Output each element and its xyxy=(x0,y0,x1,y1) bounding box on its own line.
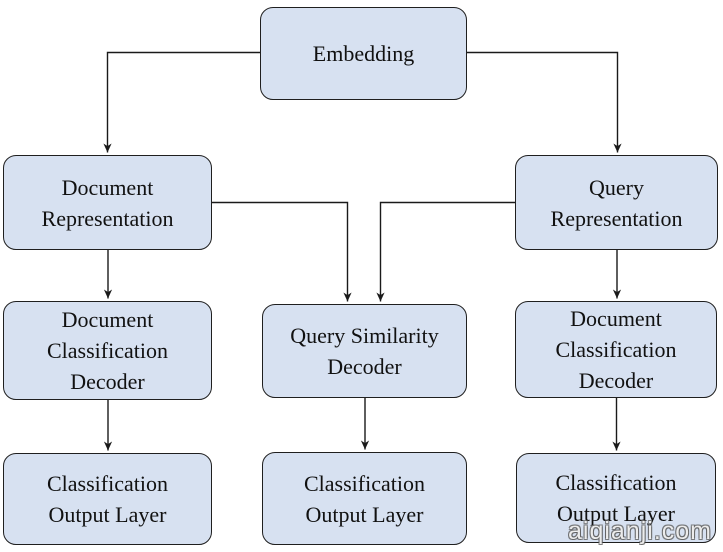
node-label: Document xyxy=(61,174,154,200)
node-label: Classification xyxy=(304,470,425,496)
node-label: Decoder xyxy=(70,369,145,394)
node-label: Classification xyxy=(47,471,168,496)
node-label: Query Similarity xyxy=(290,323,439,348)
edge-document-representation-to-query-similarity-decoder xyxy=(212,201,352,302)
node-classification-output-layer-right: Classification Output Layer xyxy=(516,453,716,543)
node-classification-output-layer-left: Classification Output Layer xyxy=(3,453,212,545)
node-classification-output-layer-middle: Classification Output Layer xyxy=(262,452,467,545)
node-label: Output Layer xyxy=(48,502,167,527)
edge-embedding-to-query-representation xyxy=(467,51,622,153)
node-label: Output Layer xyxy=(557,501,675,526)
node-label: Decoder xyxy=(327,354,402,379)
node-label: Embedding xyxy=(312,41,415,66)
node-document-classification-decoder-left: Document Classification Decoder xyxy=(3,301,212,400)
node-query-similarity-decoder: Query Similarity Decoder xyxy=(262,304,467,398)
node-label: Classification xyxy=(47,338,168,363)
node-label: Output Layer xyxy=(305,501,424,527)
node-label: Query xyxy=(589,174,644,200)
node-query-representation: Query Representation xyxy=(515,155,718,250)
edge-query-representation-to-query-similarity-decoder xyxy=(376,201,515,302)
node-label: Classification xyxy=(555,337,677,362)
node-document-representation: Document Representation xyxy=(3,155,212,250)
node-embedding: Embedding xyxy=(260,7,467,100)
node-label: Document xyxy=(570,306,662,331)
node-label: Document xyxy=(61,307,154,332)
edge-embedding-to-document-representation xyxy=(103,51,260,153)
node-document-classification-decoder-right: Document Classification Decoder xyxy=(515,301,717,398)
node-label: Representation xyxy=(41,205,174,231)
node-label: Decoder xyxy=(578,368,654,393)
node-label: Classification xyxy=(555,470,677,495)
node-label: Representation xyxy=(550,205,683,231)
